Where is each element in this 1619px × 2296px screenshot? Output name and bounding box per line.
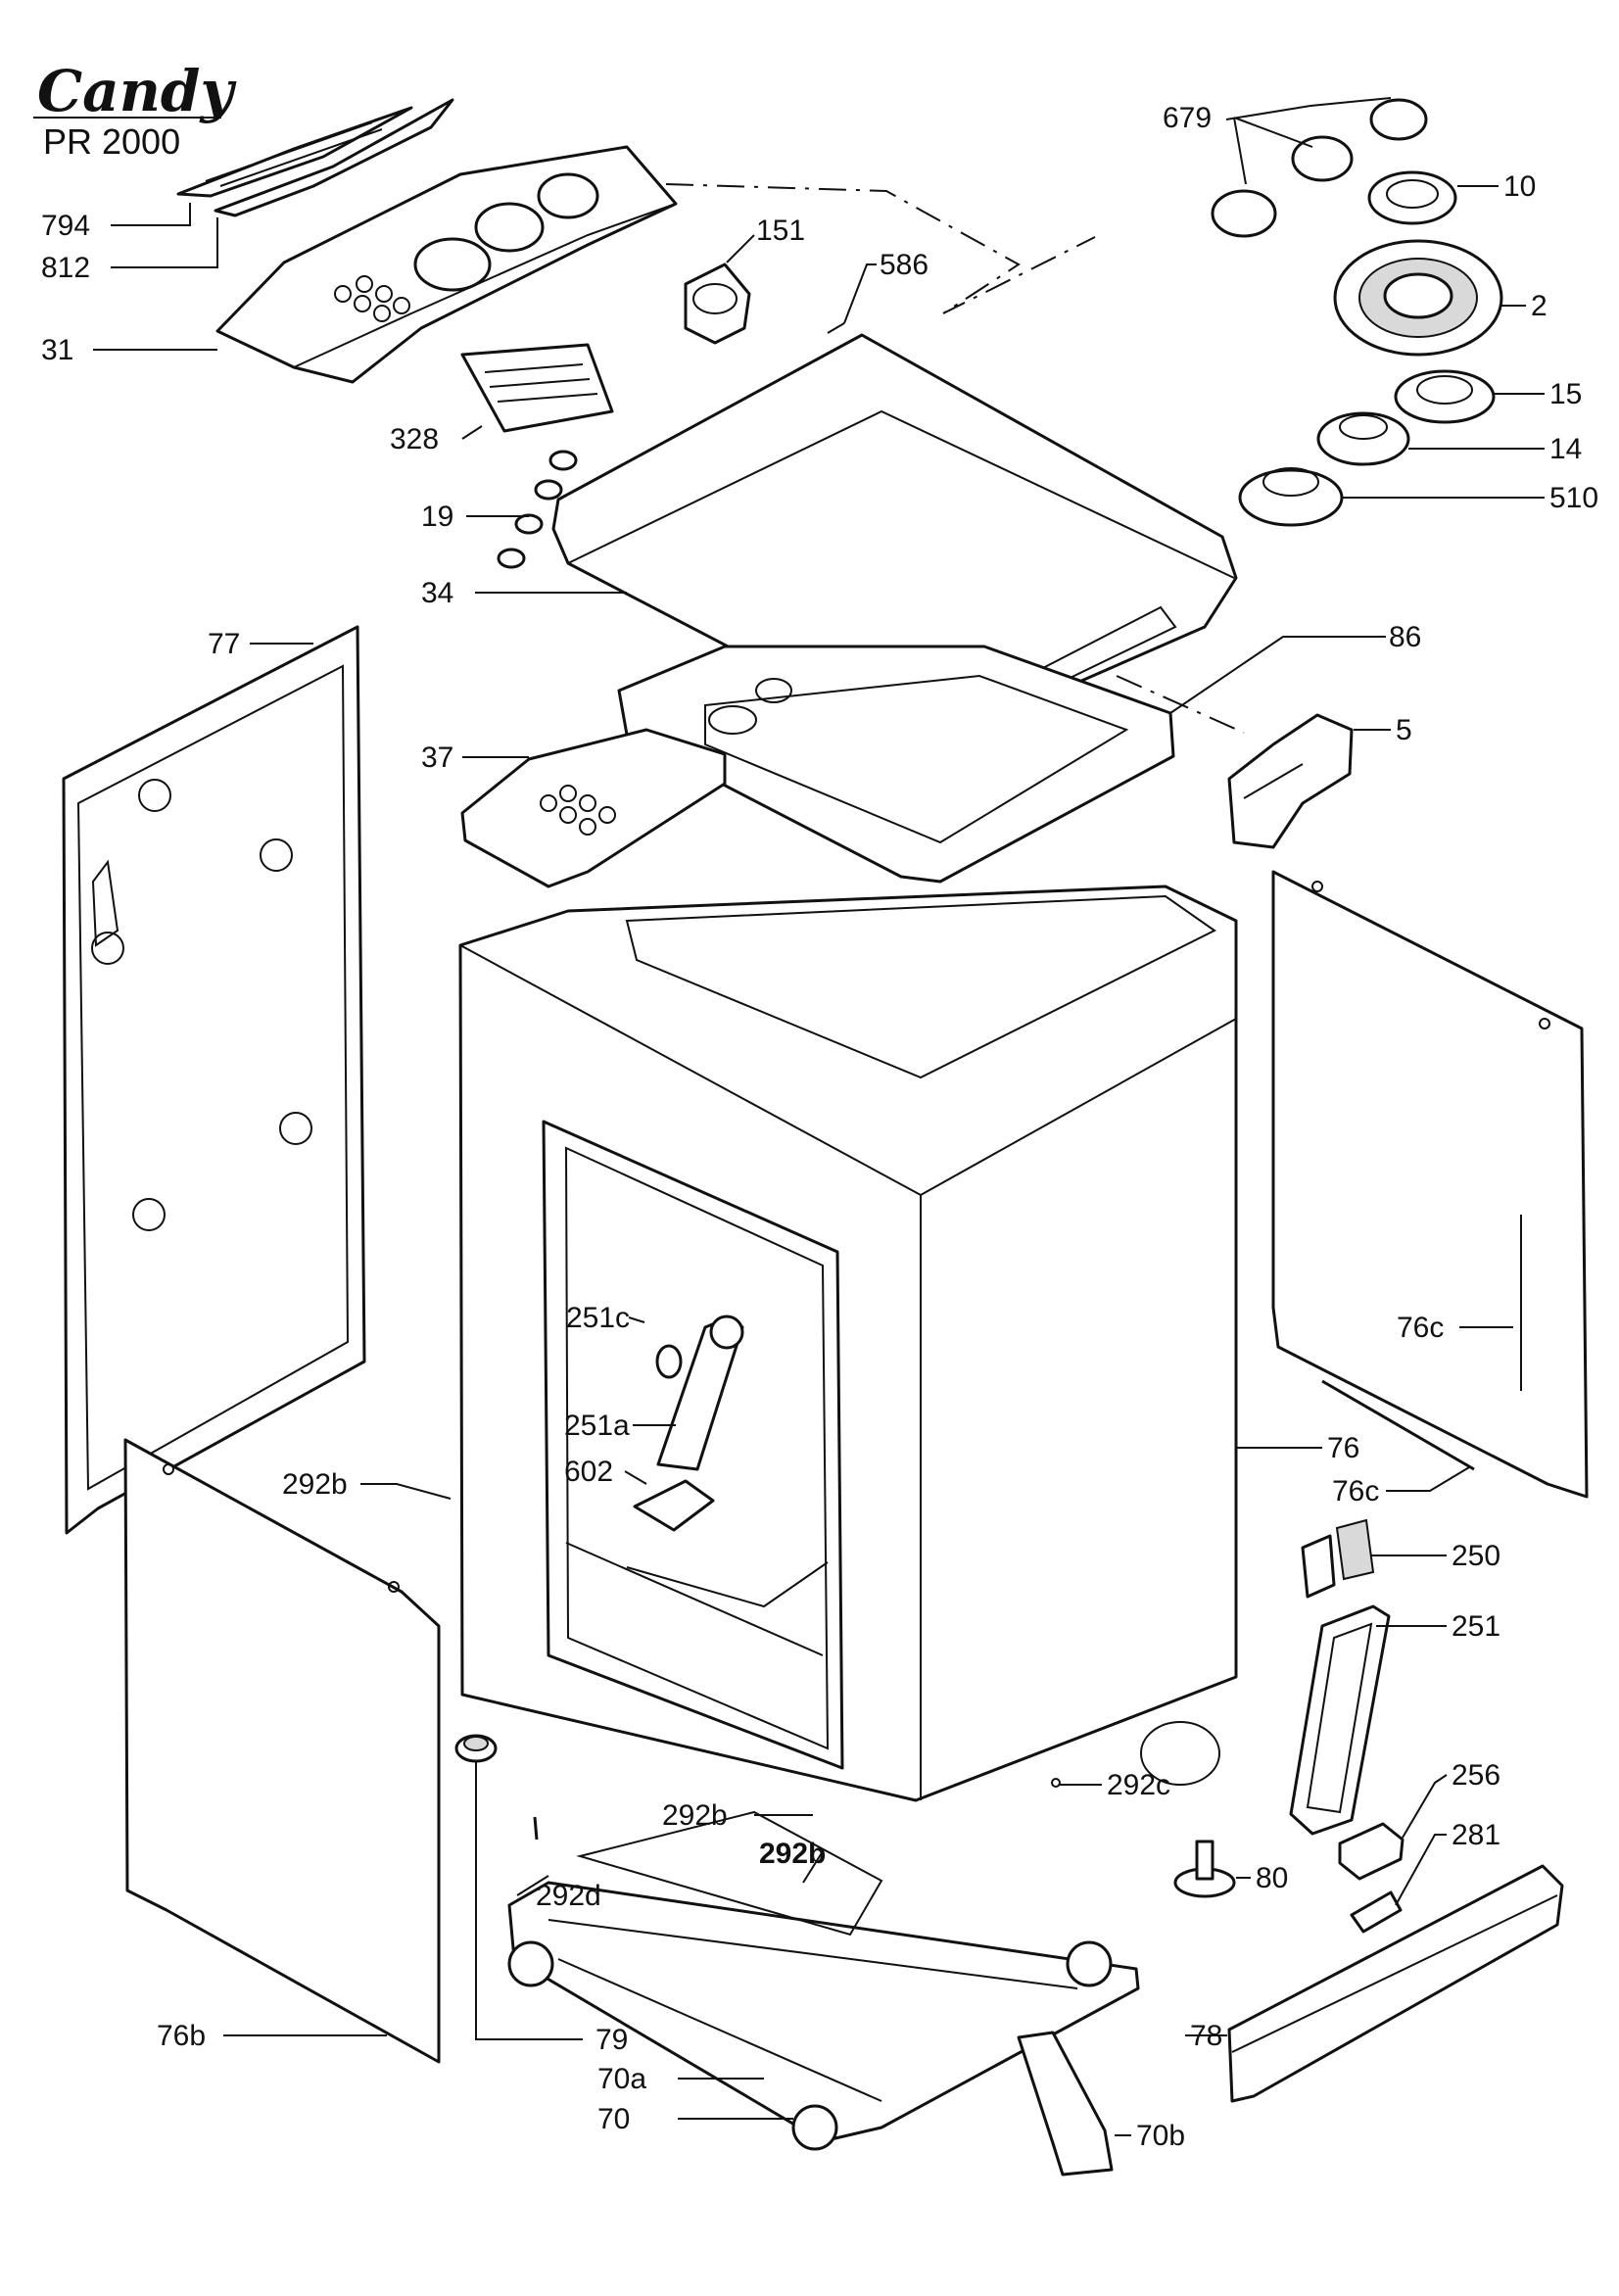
side-panel-76c [1271, 870, 1589, 1499]
label-sheet-794 [176, 106, 413, 198]
leader-lines [93, 97, 1545, 2136]
callout-77: 77 [208, 628, 240, 660]
callout-70a: 70a [597, 2063, 646, 2095]
foot-79 [454, 1734, 498, 1763]
callout-679: 679 [1163, 102, 1212, 134]
knobs-679 [1211, 98, 1428, 238]
part-151 [684, 263, 751, 345]
lever-70b [1017, 2031, 1114, 2176]
callout-151: 151 [756, 215, 805, 247]
callout-292d: 292d [536, 1880, 601, 1912]
label-sheet-812 [214, 98, 454, 217]
callout-78: 78 [1190, 2020, 1222, 2052]
control-panel-31 [215, 145, 678, 384]
plinth-78 [1227, 1864, 1564, 2103]
callout-14: 14 [1549, 433, 1582, 465]
callout-602: 602 [564, 1456, 613, 1488]
callout-76: 76 [1327, 1432, 1359, 1464]
callout-76b: 76b [157, 2020, 206, 2052]
callout-86: 86 [1389, 621, 1421, 653]
callout-80: 80 [1256, 1862, 1288, 1894]
callout-5: 5 [1396, 714, 1412, 746]
adjustable-foot-80 [1173, 1840, 1236, 1898]
part-14 [1316, 411, 1410, 466]
callout-76c-upper: 76c [1397, 1312, 1444, 1344]
control-board-328 [460, 343, 614, 433]
ring-10 [1367, 170, 1457, 225]
callout-794: 794 [41, 210, 90, 242]
alignment-line-top [665, 183, 1096, 314]
feet-19 [497, 450, 578, 569]
callout-70: 70 [597, 2103, 630, 2135]
callout-76c-lower: 76c [1332, 1475, 1379, 1507]
callout-19: 19 [421, 501, 453, 533]
hinge-281 [1350, 1890, 1403, 1934]
callout-250: 250 [1452, 1540, 1500, 1572]
strip-76c [1321, 1379, 1475, 1471]
callout-292b-mid: 292b [662, 1799, 728, 1832]
callout-34: 34 [421, 577, 453, 609]
cabinet-76 [458, 885, 1238, 1802]
callout-328: 328 [390, 423, 439, 455]
callout-251: 251 [1452, 1610, 1500, 1643]
gasket-251 [1289, 1604, 1391, 1836]
callout-292b-left: 292b [282, 1468, 348, 1501]
dial-disc-2 [1333, 239, 1503, 357]
callout-292c: 292c [1107, 1769, 1170, 1801]
callout-251a: 251a [564, 1410, 630, 1442]
callout-31: 31 [41, 334, 73, 366]
model-name: PR 2000 [43, 121, 180, 162]
brand-logo: Candy [37, 58, 237, 124]
callout-15: 15 [1549, 378, 1582, 410]
door-lock-5 [1227, 713, 1354, 849]
screw-292c [1051, 1778, 1061, 1788]
clips-250 [1301, 1518, 1375, 1599]
bracket-602 [633, 1479, 715, 1532]
side-panel-76b [123, 1438, 441, 2064]
callout-251c: 251c [566, 1302, 630, 1334]
callout-812: 812 [41, 252, 90, 284]
back-panel-77 [62, 625, 366, 1535]
callout-586: 586 [880, 249, 929, 281]
callout-292b-bold: 292b [759, 1838, 826, 1870]
screw-292d [533, 1816, 539, 1841]
bushing-510 [1238, 467, 1344, 527]
pin-586 [827, 322, 845, 334]
base-frame-70 [507, 1881, 1140, 2151]
callout-70b: 70b [1136, 2120, 1185, 2152]
alignment-line-lid [1116, 675, 1245, 734]
callout-281: 281 [1452, 1819, 1500, 1851]
callout-510: 510 [1549, 482, 1598, 514]
callout-256: 256 [1452, 1759, 1500, 1792]
clip-256 [1338, 1822, 1405, 1881]
callout-2: 2 [1531, 290, 1548, 322]
callout-37: 37 [421, 741, 453, 774]
callout-10: 10 [1503, 170, 1536, 203]
washer-251c [655, 1344, 683, 1379]
shock-absorber-251a [656, 1315, 744, 1471]
part-15 [1394, 369, 1496, 424]
control-module-37 [460, 728, 727, 888]
callout-79: 79 [595, 2024, 628, 2056]
foam-292b [576, 1810, 883, 1937]
